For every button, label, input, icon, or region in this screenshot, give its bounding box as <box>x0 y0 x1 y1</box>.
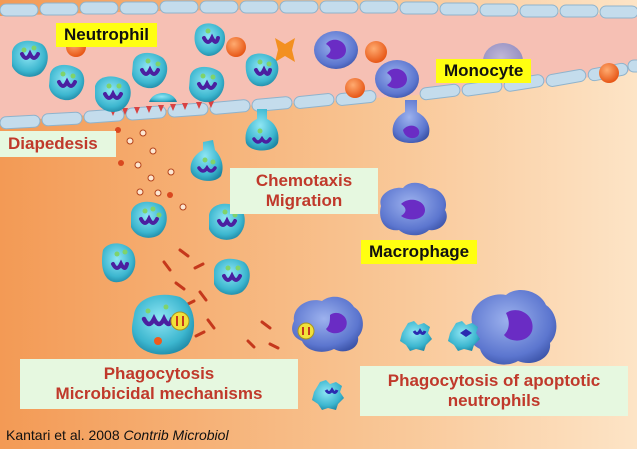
macrophage-engulfing <box>292 296 363 352</box>
chemokine-gradient-dots-filled <box>115 127 173 198</box>
label-monocyte: Monocyte <box>436 59 532 83</box>
macrophage-apoptotic-clearing <box>468 290 557 365</box>
bacteria-group-vessel <box>66 37 619 98</box>
citation: Kantari et al. 2008 Contrib Microbiol <box>6 427 229 443</box>
citation-authors: Kantari et al. 2008 <box>6 427 120 443</box>
label-phagocytosis-apoptotic-line1: Phagocytosis of apoptotic <box>387 371 601 390</box>
phagocytosing-neutrophil <box>132 294 195 355</box>
label-macrophage: Macrophage <box>361 240 478 264</box>
apoptotic-neutrophils <box>312 321 480 410</box>
citation-journal: Contrib Microbiol <box>123 427 229 443</box>
label-chemotaxis-migration: Chemotaxis Migration <box>230 168 378 214</box>
vessel-bottom-wall <box>0 59 637 130</box>
label-neutrophil: Neutrophil <box>56 23 157 47</box>
chemokine-gradient-dots <box>126 129 187 211</box>
label-microbicidal: Microbicidal mechanisms <box>55 384 263 403</box>
monocyte-transmigrating <box>392 100 430 143</box>
label-diapedesis: Diapedesis <box>0 131 116 157</box>
label-phagocytosis-microbicidal: Phagocytosis Microbicidal mechanisms <box>20 359 298 409</box>
vessel-top-wall <box>0 0 637 19</box>
label-chemotaxis: Chemotaxis <box>255 171 353 190</box>
label-phagocytosis-apoptotic-line2: neutrophils <box>447 391 541 410</box>
label-phagocytosis: Phagocytosis <box>103 364 215 383</box>
macrophage-center <box>380 182 447 236</box>
label-phagocytosis-apoptotic: Phagocytosis of apoptotic neutrophils <box>360 366 628 416</box>
neutrophils-migrating <box>101 109 279 295</box>
chemokine-symbol <box>275 38 295 62</box>
label-migration: Migration <box>265 191 343 210</box>
neutrophils-in-vessel <box>12 23 279 112</box>
